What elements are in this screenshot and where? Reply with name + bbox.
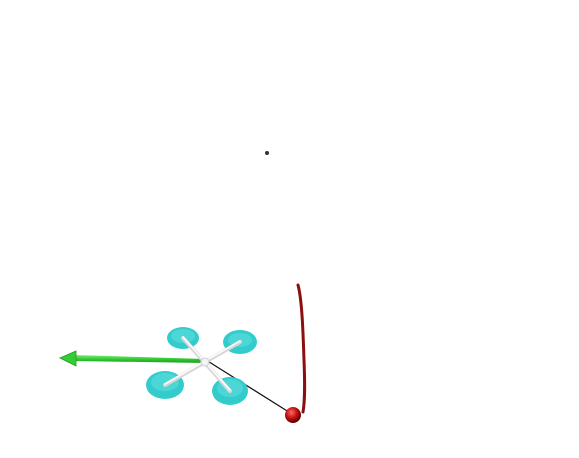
direction-arrow <box>59 350 206 367</box>
payload-trail <box>296 283 307 414</box>
drone <box>146 327 257 405</box>
drone-hub <box>200 357 210 367</box>
tether-line <box>205 359 293 415</box>
target-point <box>265 151 269 155</box>
payload-ball <box>285 407 301 423</box>
